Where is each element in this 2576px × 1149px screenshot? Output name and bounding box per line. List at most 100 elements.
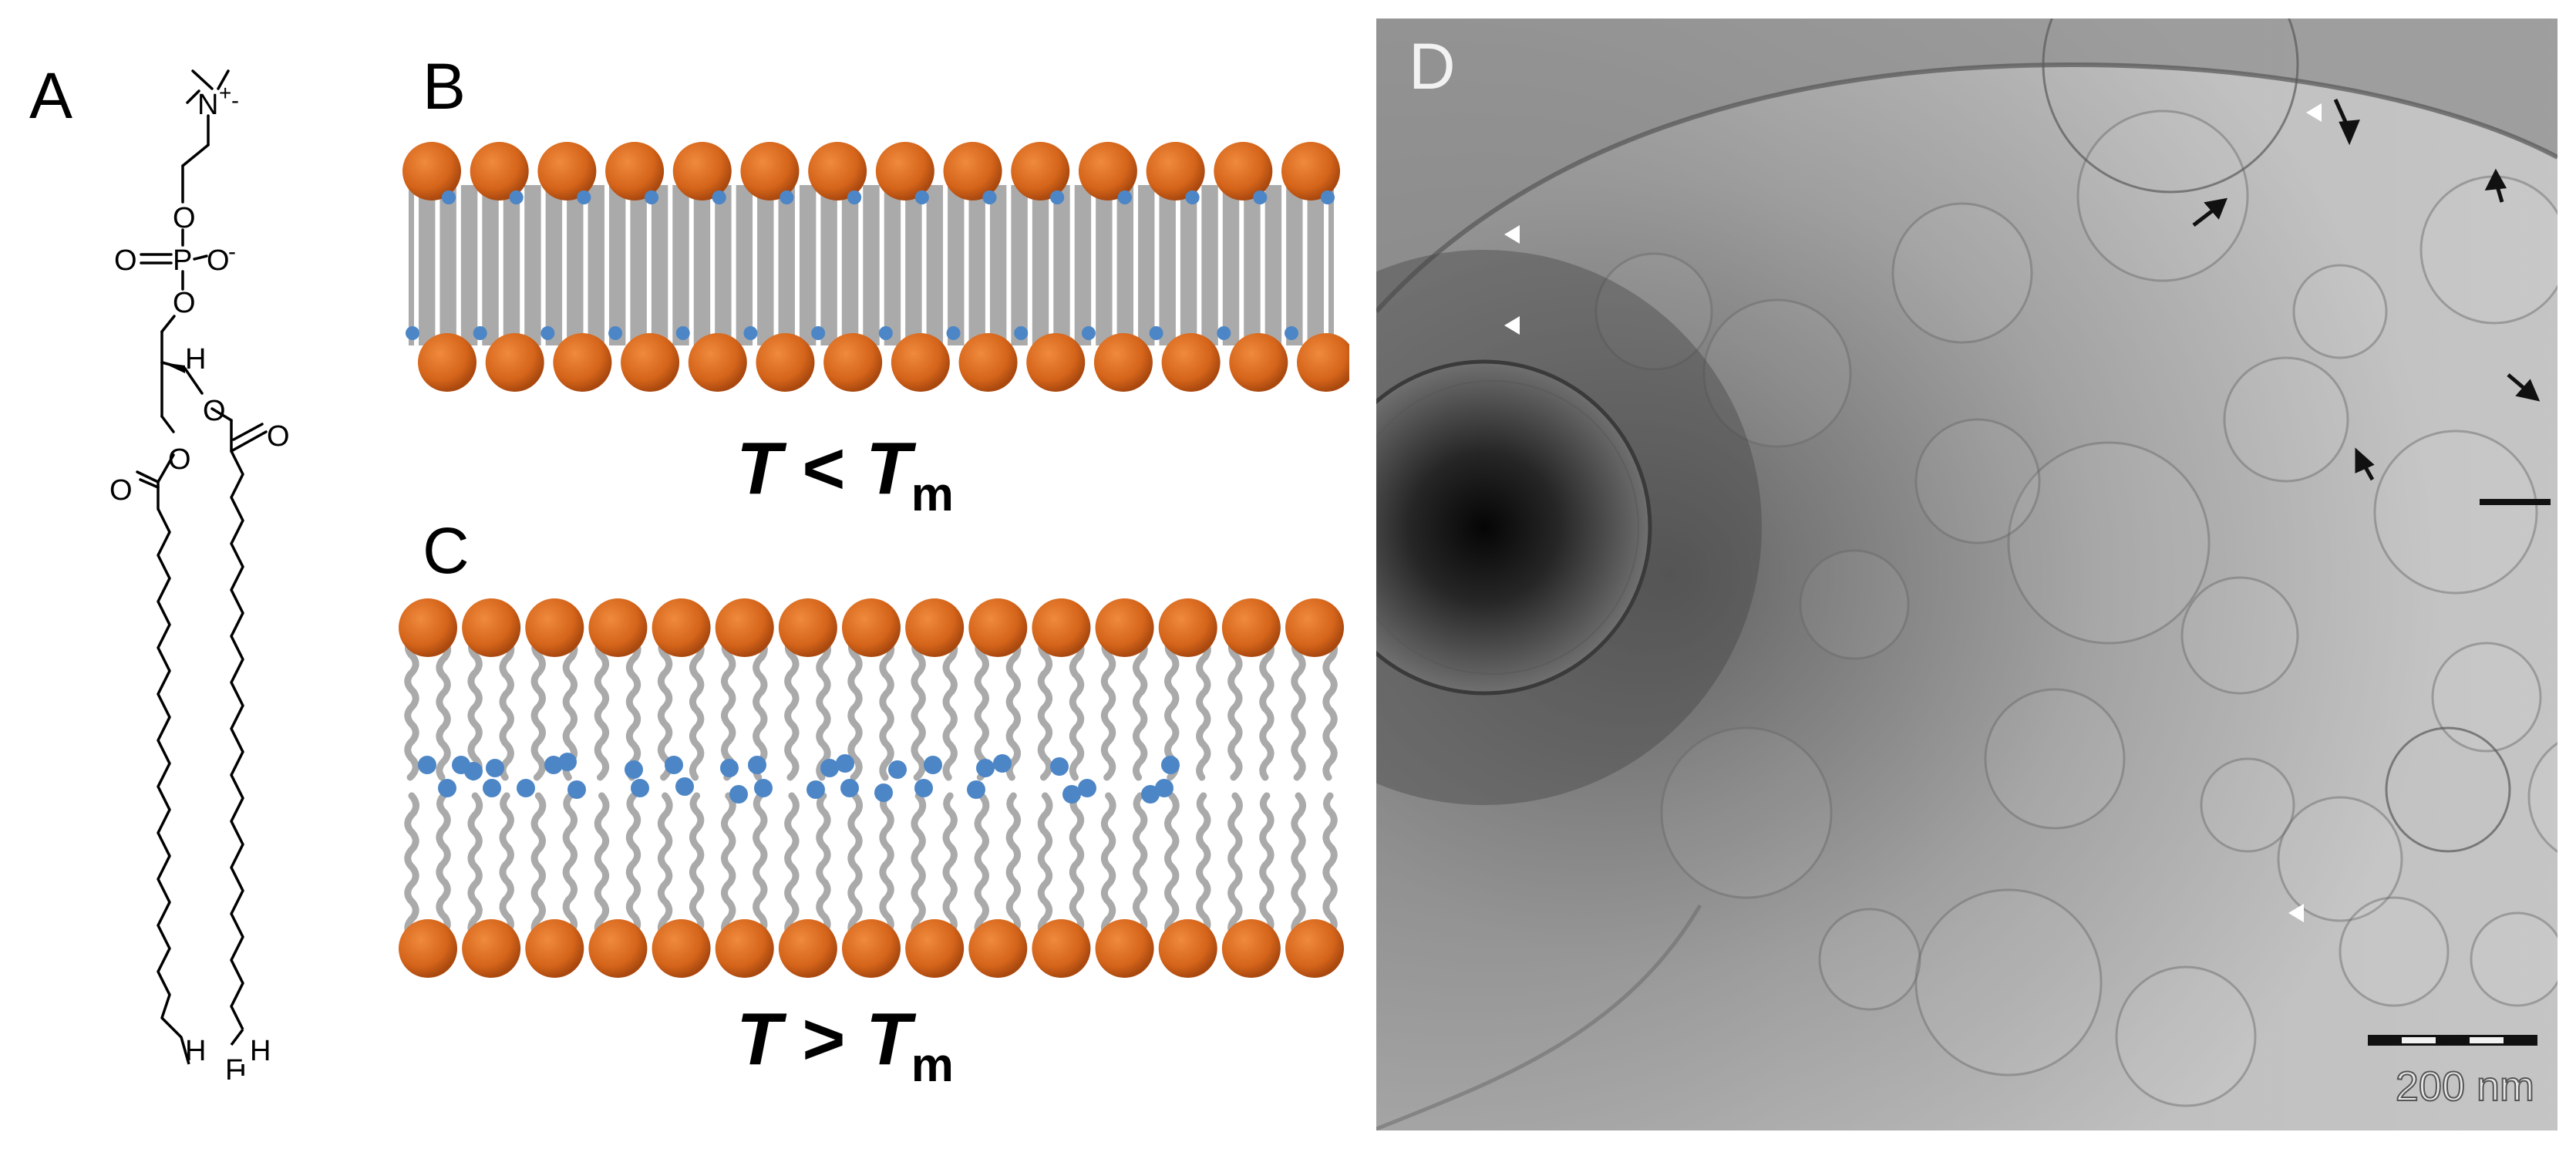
- headgroup-bottom: [823, 333, 883, 392]
- fluid-tail-bottom: [436, 792, 451, 938]
- atom-carbonyl-oxygen-1: O: [267, 420, 290, 453]
- fluid-tail-top: [657, 636, 673, 781]
- headgroup-bottom: [1026, 333, 1086, 392]
- fluorine-marker: [1161, 756, 1180, 774]
- fluorine-marker: [847, 190, 861, 204]
- fluorine-marker: [888, 760, 907, 779]
- fluid-tail-bottom: [1100, 792, 1116, 938]
- fluid-tail-bottom: [879, 792, 894, 938]
- fluorine-marker: [1149, 326, 1163, 340]
- headgroup-bottom: [688, 333, 747, 392]
- fluid-tail-bottom: [1259, 792, 1275, 938]
- fluid-tail-bottom: [1227, 792, 1243, 938]
- fluid-tail-bottom: [784, 792, 800, 938]
- fluid-tail-bottom: [1322, 792, 1338, 938]
- headgroup-bottom: [715, 919, 774, 978]
- headgroup-bottom: [905, 919, 965, 978]
- headgroup-top: [470, 142, 529, 200]
- fluid-tail-top: [562, 636, 578, 781]
- temp-ref: T: [866, 998, 911, 1080]
- headgroup-top: [943, 142, 1002, 200]
- tail-region: [409, 185, 1334, 345]
- charge-plus: +: [219, 81, 231, 105]
- fluorine-marker: [976, 759, 995, 777]
- fluorine-marker: [483, 779, 501, 797]
- headgroup-bottom: [525, 919, 584, 978]
- fluid-tail-bottom: [816, 792, 831, 938]
- atom-hydrogen: H: [185, 343, 206, 376]
- fluid-tail-top: [1132, 636, 1148, 781]
- headgroup-bottom: [418, 333, 476, 392]
- fluid-tail-bottom: [753, 792, 768, 938]
- charge-minus-o: -: [228, 239, 236, 265]
- temp-sub: m: [911, 1039, 954, 1092]
- fluid-tail-top: [974, 636, 989, 781]
- fluid-tail-bottom: [499, 792, 514, 938]
- fluid-tail-top: [816, 636, 831, 781]
- fluorine-marker: [486, 759, 504, 777]
- headgroup-bottom: [1093, 333, 1153, 392]
- fluid-tail-bottom: [1005, 792, 1022, 938]
- fluid-tail-top: [942, 636, 958, 781]
- temp-ref: T: [866, 427, 911, 510]
- fluorine-marker: [509, 190, 524, 204]
- headgroup-bottom: [621, 333, 680, 392]
- panel-label-c: C: [423, 514, 470, 587]
- fluid-tail-top: [625, 636, 641, 781]
- headgroup-top: [1032, 598, 1091, 657]
- fluorine-marker: [567, 780, 586, 799]
- headgroup-top: [399, 598, 457, 657]
- fluid-tail-top: [721, 636, 736, 781]
- atom-carbonyl-oxygen-2: O: [109, 474, 133, 507]
- fluid-tail-bottom: [530, 792, 547, 938]
- fluorine-marker: [644, 190, 658, 204]
- headgroup-bottom: [1297, 333, 1355, 392]
- headgroup-bottom: [1158, 919, 1217, 978]
- fluorine-marker: [1050, 190, 1065, 204]
- fluorine-marker: [1217, 326, 1231, 340]
- fluid-tail-top: [753, 636, 768, 781]
- headgroup-top: [652, 598, 711, 657]
- fluid-tail-top: [467, 636, 483, 781]
- headgroup-top: [740, 142, 800, 200]
- atom-fluorine: F: [225, 1054, 243, 1087]
- cryo-em-image: [1376, 19, 2557, 1130]
- atom-oxygen-1: O: [173, 202, 196, 234]
- headgroup-top: [968, 598, 1028, 657]
- headgroup-bottom: [1285, 919, 1344, 978]
- fluid-tail-bottom: [657, 792, 673, 938]
- temp-sub: m: [911, 468, 954, 521]
- headgroup-top: [1281, 142, 1340, 200]
- fluid-tail-bottom: [404, 792, 419, 938]
- headgroup-bottom: [485, 333, 544, 392]
- scale-bar-label: 200 nm: [2395, 1063, 2535, 1110]
- fluid-tail-bottom: [1069, 792, 1085, 938]
- fluorine-marker: [438, 779, 456, 797]
- fluorine-marker: [982, 190, 997, 204]
- fluorine-marker: [924, 756, 942, 774]
- arrowhead-marker: [1504, 225, 1520, 244]
- headgroup-bottom: [958, 333, 1018, 392]
- fluid-tail-top: [1037, 636, 1053, 781]
- fluorine-marker: [946, 326, 961, 340]
- headgroup-top: [842, 598, 901, 657]
- fluorine-marker: [1117, 190, 1132, 204]
- headgroup-bottom: [842, 919, 901, 978]
- headgroup-top: [462, 598, 521, 657]
- headgroup-top: [1078, 142, 1137, 200]
- fluid-tail-bottom: [721, 792, 736, 938]
- temp-symbol: T: [736, 427, 782, 510]
- fluid-tail-bottom: [1291, 792, 1306, 938]
- headgroup-top: [537, 142, 597, 200]
- fluid-tail-bottom: [1037, 792, 1053, 938]
- panel-a-structure: A: [0, 0, 362, 1149]
- temp-symbol: T: [736, 998, 782, 1080]
- fluid-tail-top: [1322, 636, 1339, 781]
- fluid-tail-top: [689, 636, 705, 781]
- atom-terminal-hydrogen-2: H: [250, 1035, 271, 1067]
- headgroup-top: [715, 598, 774, 657]
- fluorine-marker: [540, 326, 555, 340]
- fluorine-marker: [1320, 190, 1335, 204]
- fluid-tail-bottom: [942, 792, 958, 938]
- fluid-tail-bottom: [847, 792, 863, 938]
